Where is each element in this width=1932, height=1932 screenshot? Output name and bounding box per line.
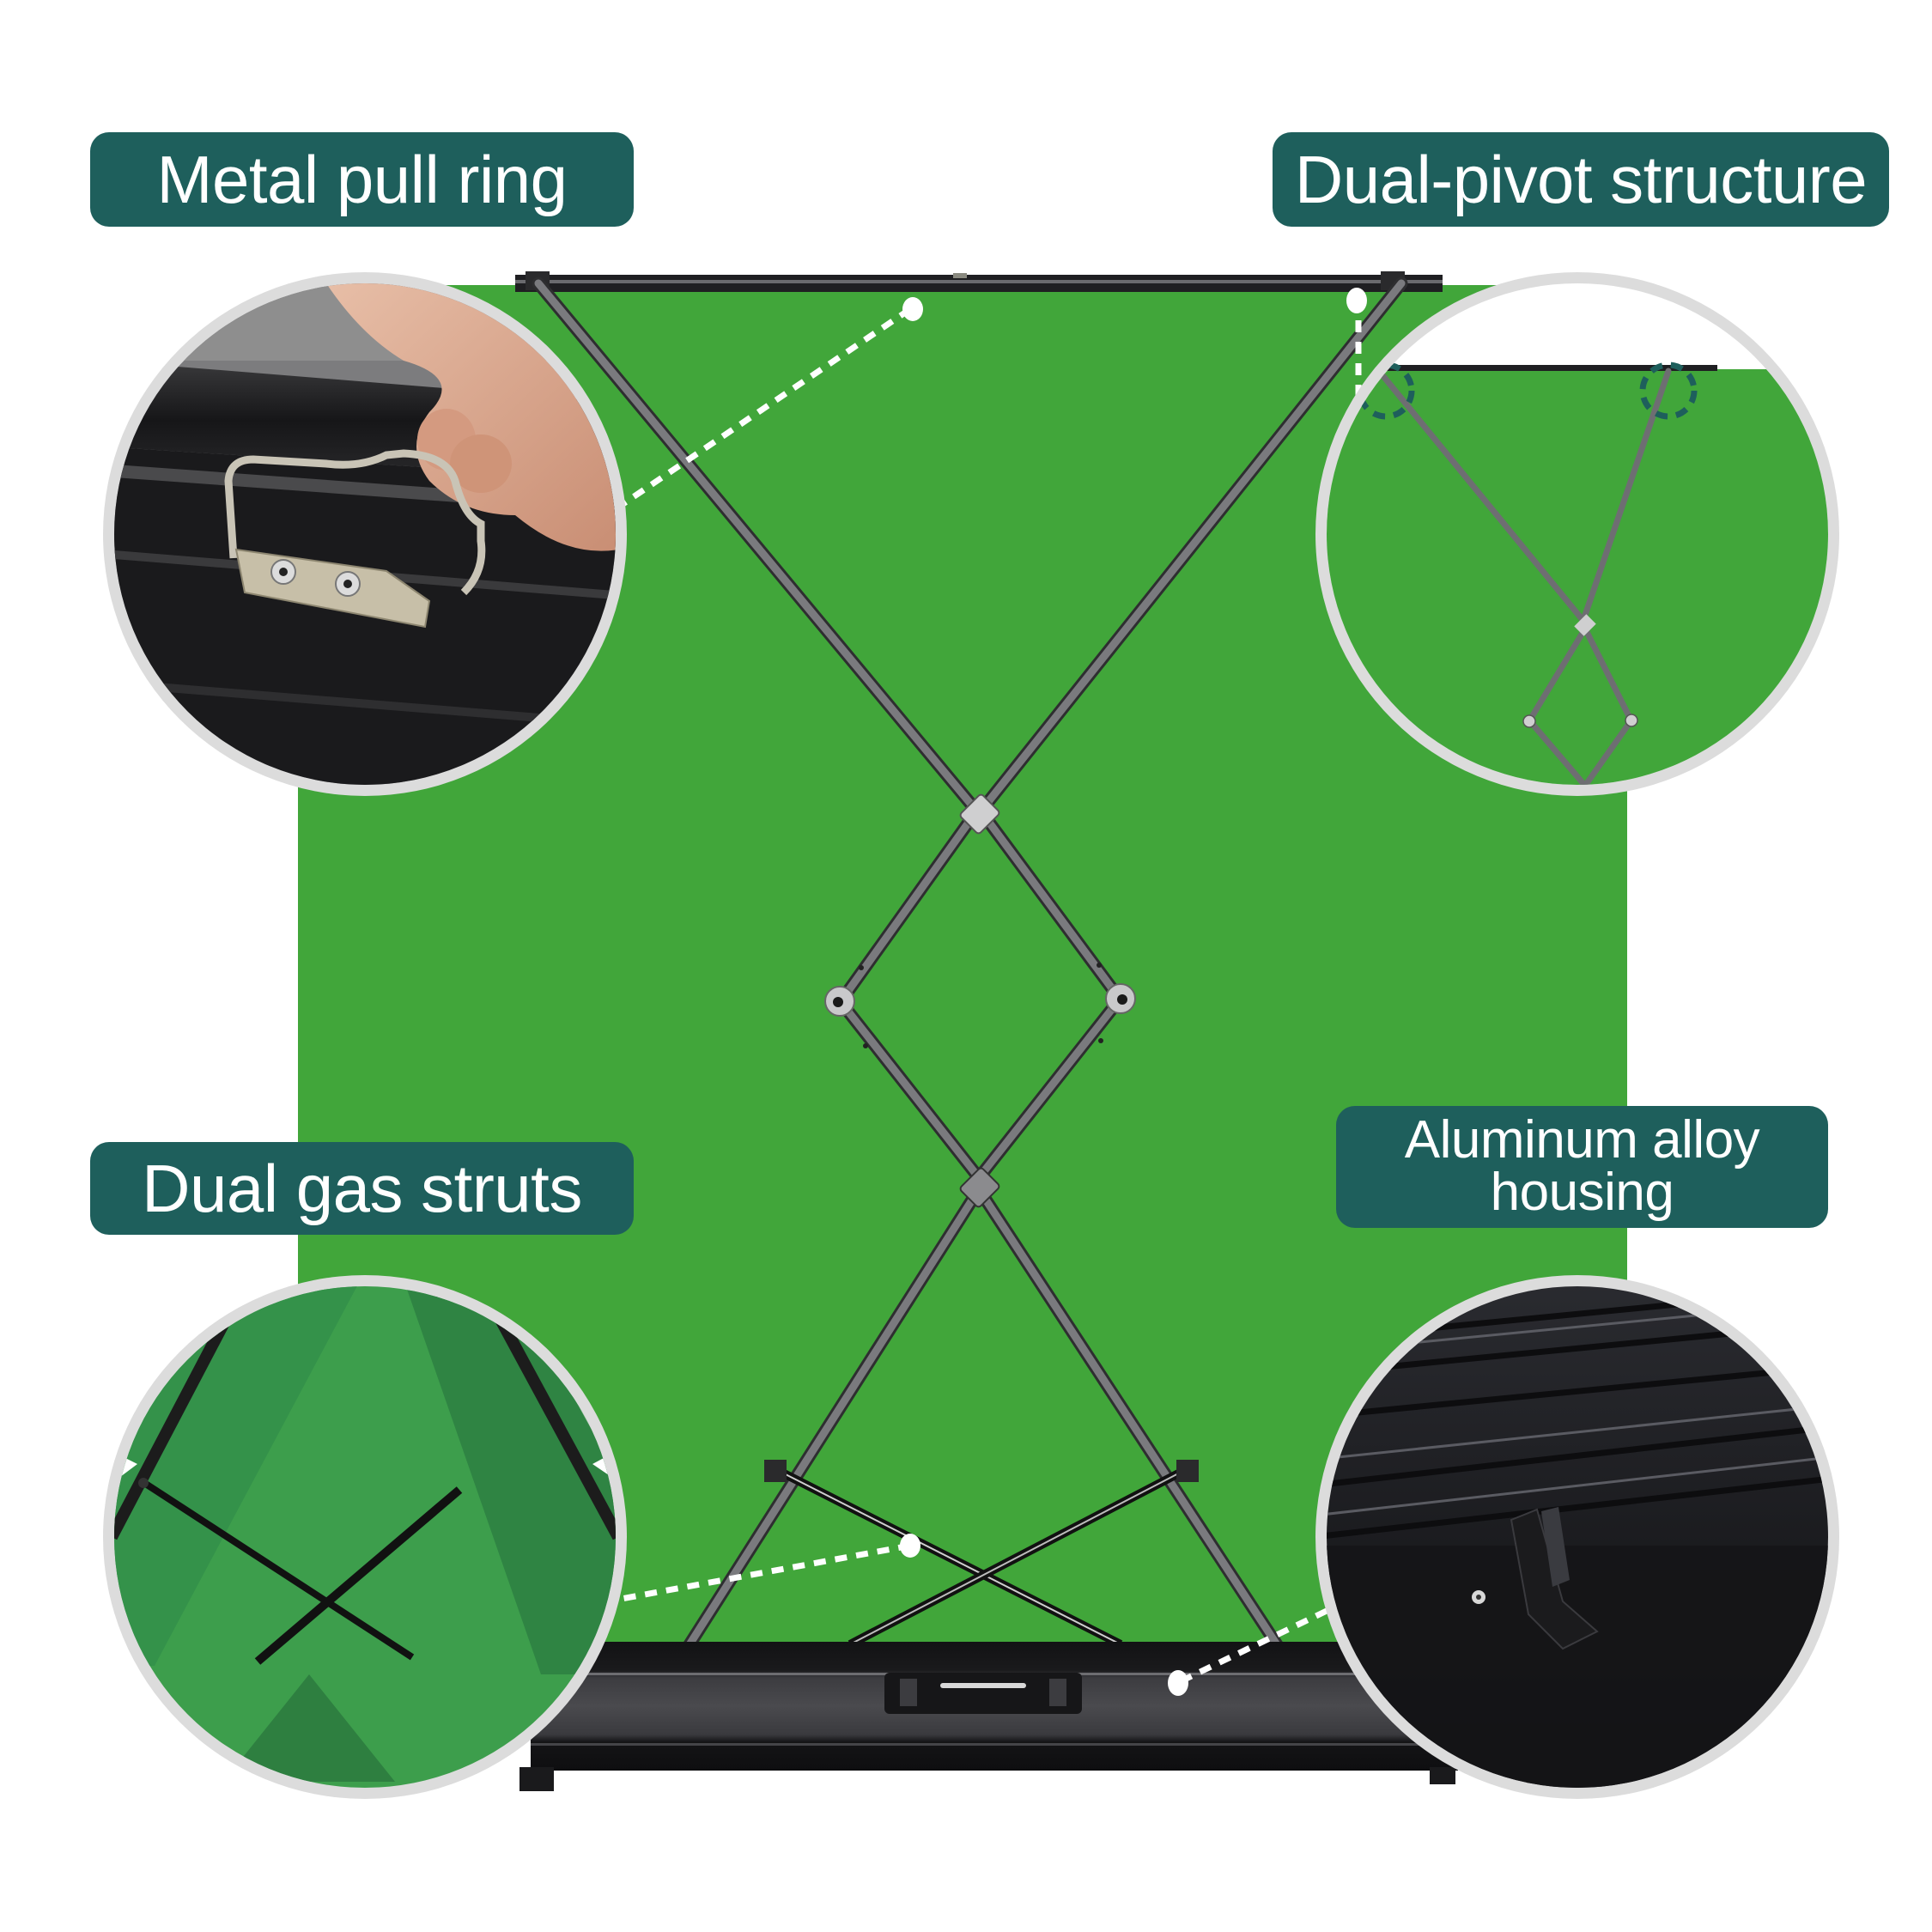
- right-pivot-joint: [1097, 963, 1136, 1043]
- base-housing: [519, 1642, 1458, 1791]
- upper-cross-joint: [959, 793, 1000, 835]
- pivot-marker-right: [1639, 361, 1698, 420]
- label-dual-gas-struts: Dual gas struts: [90, 1142, 634, 1235]
- left-pivot-joint: [824, 965, 868, 1048]
- label-dual-pivot-structure: Dual-pivot structure: [1273, 132, 1889, 227]
- label-text: Metal pull ring: [156, 142, 568, 217]
- pivot-marker-left: [1357, 361, 1415, 420]
- inset-dual-gas-struts: [103, 1275, 627, 1799]
- label-text: Dual-pivot structure: [1294, 142, 1868, 217]
- callout-dot-pivot: [1346, 288, 1367, 313]
- carry-handle: [884, 1673, 1082, 1714]
- label-aluminum-alloy-housing: Aluminum alloy housing: [1336, 1106, 1828, 1228]
- label-text-line1: Aluminum alloy: [1404, 1110, 1760, 1170]
- top-bar: [515, 271, 1443, 292]
- label-text: Dual gas struts: [142, 1151, 582, 1226]
- callout-dot-housing: [1168, 1670, 1188, 1696]
- scissor-arms: [532, 276, 1408, 1656]
- inset-dual-pivot-structure: [1315, 272, 1839, 796]
- gas-struts: [764, 1460, 1199, 1649]
- label-metal-pull-ring: Metal pull ring: [90, 132, 634, 227]
- label-text-line2: housing: [1490, 1163, 1674, 1222]
- callout-line-pull-ring: [569, 307, 912, 542]
- lower-cross-joint: [959, 1167, 1000, 1208]
- inset-aluminum-alloy-housing: [1315, 1275, 1839, 1799]
- callout-dots: [900, 288, 1367, 1696]
- callout-dot-pull-ring: [902, 297, 923, 321]
- callout-dot-gas-struts: [900, 1534, 920, 1558]
